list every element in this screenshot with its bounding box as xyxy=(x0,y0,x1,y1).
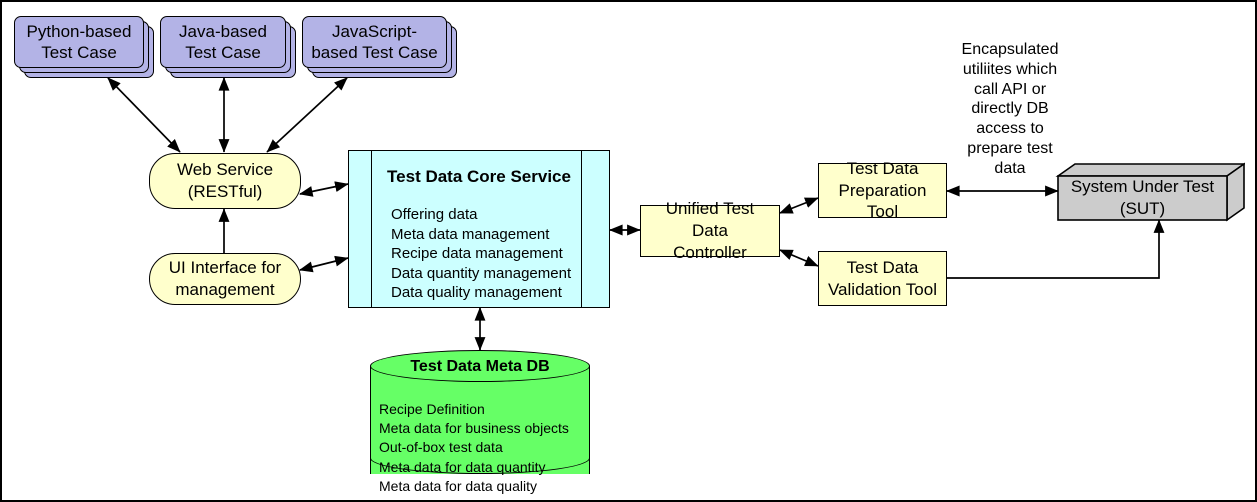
unified-test-data-controller[interactable]: Unified Test Data Controller xyxy=(640,199,780,262)
core-divider-right xyxy=(581,151,582,307)
sut-3d-shape xyxy=(1055,162,1245,222)
core-service-feature-list: Offering data Meta data management Recip… xyxy=(391,205,571,303)
test-case-javascript-label: JavaScript- based Test Case xyxy=(311,21,438,62)
edge-python-to-webservice xyxy=(107,77,181,153)
core-divider-left xyxy=(371,151,372,307)
edge-controller-to-preparation xyxy=(779,197,819,214)
core-service-feature: Recipe data management xyxy=(391,245,563,262)
preparation-tool-label: Test Data Preparation Tool xyxy=(838,158,927,222)
annotation-line: directly DB xyxy=(971,100,1049,118)
ui-interface-label: UI Interface for management xyxy=(168,258,282,299)
annotation-line: call API or xyxy=(973,80,1047,98)
core-service-feature: Meta data management xyxy=(391,225,550,243)
test-case-python[interactable]: Python-based Test Case xyxy=(14,16,154,78)
database-item: Meta data for data quantity xyxy=(379,458,546,475)
test-case-java[interactable]: Java-based Test Case xyxy=(160,16,300,78)
core-service-title: Test Data Core Service xyxy=(387,167,571,186)
core-service-feature: Data quantity management xyxy=(391,264,572,282)
core-service-feature: Data quality management xyxy=(391,284,562,301)
database-title: Test Data Meta DB xyxy=(410,358,550,375)
edge-javascript-to-webservice xyxy=(266,77,348,153)
test-data-validation-tool[interactable]: Test Data Validation Tool xyxy=(818,251,947,306)
ui-interface-node[interactable]: UI Interface for management xyxy=(149,253,301,305)
annotation-line: utiliites which xyxy=(962,60,1058,78)
test-data-meta-db[interactable]: Test Data Meta DB Recipe Definition Meta… xyxy=(370,350,590,494)
annotation-line: data xyxy=(994,159,1026,177)
test-data-core-service[interactable]: Test Data Core Service Offering data Met… xyxy=(348,150,610,308)
database-item: Meta data for business objects xyxy=(379,420,569,437)
test-case-java-label: Java-based Test Case xyxy=(179,21,267,62)
annotation-line: Encapsulated xyxy=(961,41,1059,58)
edge-validation-to-sut xyxy=(947,219,1165,279)
test-case-javascript-card[interactable]: JavaScript- based Test Case xyxy=(302,16,447,68)
test-case-javascript[interactable]: JavaScript- based Test Case xyxy=(302,16,462,78)
web-service-label: Web Service (RESTful) xyxy=(176,160,274,201)
validation-tool-label: Test Data Validation Tool xyxy=(827,257,937,299)
test-data-preparation-tool[interactable]: Test Data Preparation Tool xyxy=(818,159,947,221)
test-case-python-card[interactable]: Python-based Test Case xyxy=(14,16,144,68)
system-under-test[interactable]: System Under Test (SUT) xyxy=(1049,162,1245,224)
test-case-java-card[interactable]: Java-based Test Case xyxy=(160,16,286,68)
cylinder-body xyxy=(370,366,590,474)
database-item-list: Recipe Definition Meta data for business… xyxy=(379,400,569,496)
edge-ui-to-core xyxy=(299,255,349,273)
test-case-python-label: Python-based Test Case xyxy=(26,21,132,62)
database-item: Meta data for data quality xyxy=(379,477,537,494)
core-service-feature: Offering data xyxy=(391,206,478,223)
edge-webservice-to-core xyxy=(299,181,349,197)
database-item: Out-of-box test data xyxy=(379,439,503,456)
controller-label: Unified Test Data Controller xyxy=(665,199,755,262)
edge-controller-to-validation xyxy=(779,249,819,267)
annotation-line: prepare test xyxy=(967,140,1053,158)
sut-label: System Under Test (SUT) xyxy=(1070,177,1215,218)
database-item: Recipe Definition xyxy=(379,401,485,417)
web-service-node[interactable]: Web Service (RESTful) xyxy=(149,153,301,209)
cylinder-top-cap xyxy=(370,350,590,382)
annotation-line: access to xyxy=(976,120,1044,138)
encapsulated-utilities-annotation: Encapsulated utiliites which call API or… xyxy=(940,40,1080,179)
